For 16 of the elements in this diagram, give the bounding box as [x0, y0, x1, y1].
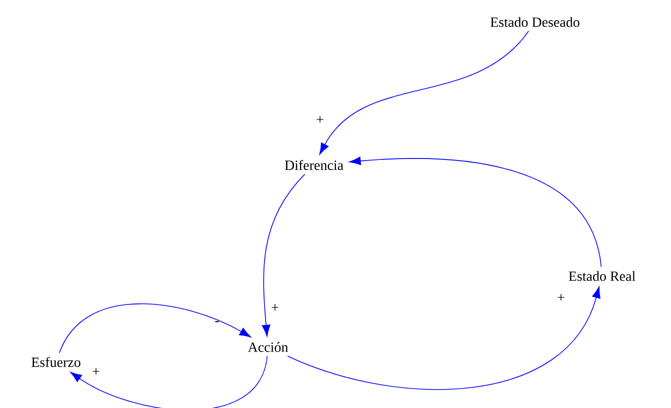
arrow: [58, 303, 252, 354]
arrow: [319, 30, 530, 155]
polarity-sign: +: [92, 368, 100, 375]
variable-label: Estado Deseado: [490, 17, 580, 27]
arrow: [349, 156, 602, 268]
polarity-sign: +: [558, 294, 564, 301]
variable-label: Estado Real: [568, 271, 636, 281]
variable-label: Acción: [248, 342, 288, 352]
variable-label: Esfuerzo: [32, 357, 80, 367]
polarity-sign: +: [316, 116, 324, 123]
arrow: [70, 356, 268, 408]
arrow: [262, 174, 306, 336]
polarity-sign: +: [272, 304, 278, 311]
polarity-sign: -: [215, 321, 219, 322]
arrow: [287, 286, 600, 390]
variable-label: Diferencia: [284, 160, 344, 170]
